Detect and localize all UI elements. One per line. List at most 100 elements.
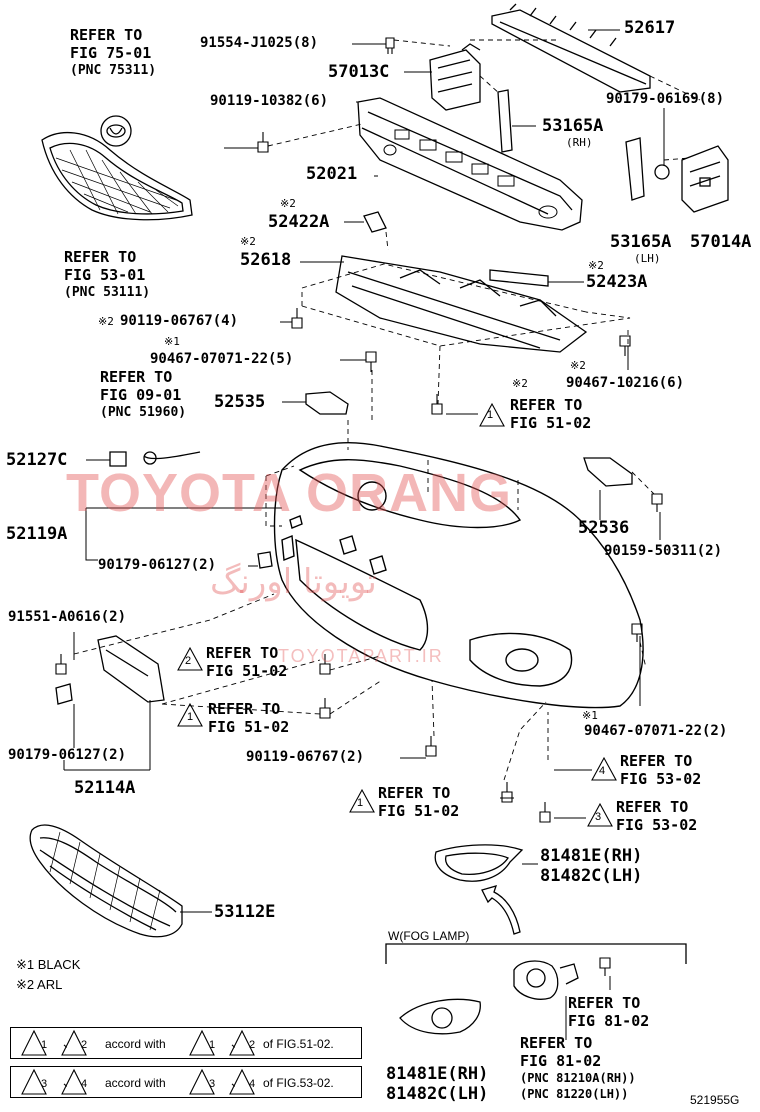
watermark-site: TOYOTAPART.IR: [278, 646, 444, 666]
refer-line: REFER TO: [100, 368, 173, 386]
label-52535: 52535: [214, 392, 266, 412]
label-57014a: 57014A: [690, 232, 752, 252]
refer-fig: FIG 53-01: [64, 266, 146, 284]
legend-suffix: of FIG.53-02.: [263, 1076, 334, 1090]
label-81481e-lower: 81481E(RH): [386, 1064, 489, 1084]
refer-pnc: (PNC 81220(LH)): [520, 1087, 629, 1101]
refer-fig: FIG 53-02: [620, 770, 702, 788]
refer-pnc: (PNC 75311): [70, 63, 157, 78]
license-bracket-drawing: [97, 635, 165, 703]
label-90467-10216: 90467-10216(6): [566, 375, 685, 391]
legend-num: 1: [41, 1039, 48, 1051]
diagram-id: 521955G: [690, 1093, 740, 1107]
label-90179-06127-b: 90179-06127(2): [8, 747, 127, 763]
legend-sep: 、: [231, 1075, 244, 1089]
lower-grille-drawing: [29, 824, 183, 938]
dashed-guides: [73, 39, 701, 781]
refer-pnc: (PNC 81210A(RH)): [520, 1071, 636, 1085]
refer-fig-75-01: REFER TO FIG 75-01 (PNC 75311): [70, 26, 156, 80]
refer-fig-09-01: REFER TO FIG 09-01 (PNC 51960): [100, 368, 186, 422]
label-rh: (RH): [566, 136, 593, 149]
legend-row-1: 1 、 2 accord with 1 、 2 of FIG.51-02.: [10, 1027, 362, 1059]
refer-fig: FIG 81-02: [568, 1012, 650, 1030]
part-52423a-drawing: [489, 269, 549, 287]
label-90467-07071-5: 90467-07071-22(5): [150, 351, 294, 367]
triangle-mark-1c: 1: [357, 797, 364, 809]
refer-fig-51-02-c: REFER TO FIG 51-02: [208, 700, 289, 736]
legend-num: 3: [41, 1078, 48, 1090]
refer-fig: FIG 51-02: [206, 662, 288, 680]
refer-fig-51-02-d: REFER TO FIG 51-02: [378, 784, 459, 820]
legend-num: 1: [209, 1039, 216, 1051]
label-90119-10382: 90119-10382(6): [210, 93, 329, 109]
foglamp-cover-lower-drawing: [399, 998, 481, 1035]
arrow-drawing: [481, 885, 521, 935]
refer-fig-51-02-b: REFER TO FIG 51-02: [206, 644, 287, 680]
bolt-drawings: [55, 37, 663, 976]
triangle-mark-3: 3: [595, 811, 602, 823]
label-52423a: 52423A: [586, 272, 648, 292]
label-52119a: 52119A: [6, 524, 68, 544]
label-90179-06169: 90179-06169(8): [606, 91, 725, 107]
refer-fig-53-02-b: REFER TO FIG 53-02: [616, 798, 697, 834]
label-52021: 52021: [306, 164, 358, 184]
foglamp-cover-upper-drawing: [434, 844, 524, 882]
refer-fig-51-02-a: REFER TO FIG 51-02: [510, 396, 591, 432]
mark-2: ※2: [570, 359, 586, 372]
clip-52422a-drawing: [363, 211, 387, 233]
legend-sep: 、: [63, 1075, 76, 1089]
note-arl: ※2 ARL: [16, 977, 63, 992]
legend-text: accord with: [105, 1037, 166, 1051]
label-52617: 52617: [624, 18, 676, 38]
label-57013c: 57013C: [328, 62, 390, 82]
reinforcement-drawing: [357, 97, 583, 231]
label-52127c: 52127C: [6, 450, 68, 470]
bracket-57013c-drawing: [429, 43, 481, 111]
absorber-52617-drawing: [491, 3, 651, 93]
part-52535-drawing: [305, 391, 349, 415]
refer-fig-81-02-b: REFER TO FIG 81-02 (PNC 81210A(RH)) (PNC…: [520, 1034, 636, 1102]
mark-2: ※2: [240, 235, 256, 248]
part-52536-drawing: [583, 457, 633, 487]
refer-fig: FIG 75-01: [70, 44, 152, 62]
label-90467-07071-2: 90467-07071-22(2): [584, 723, 728, 739]
mark-2: ※2: [588, 259, 604, 272]
refer-fig: FIG 53-02: [616, 816, 698, 834]
clip-90179-upper-drawing: [257, 551, 273, 569]
refer-fig: FIG 51-02: [208, 718, 290, 736]
legend-row-2: 3 、 4 accord with 3 、 4 of FIG.53-02.: [10, 1066, 362, 1098]
label-81482c-upper: 81482C(LH): [540, 866, 643, 886]
label-lh: (LH): [634, 252, 661, 265]
legend-num: 2: [81, 1039, 88, 1051]
triangle-mark-2: 2: [185, 655, 192, 667]
label-52422a: 52422A: [268, 212, 330, 232]
label-52618: 52618: [240, 250, 292, 270]
upper-grille-drawing: [41, 115, 193, 221]
refer-fig: FIG 09-01: [100, 386, 182, 404]
label-52114a: 52114A: [74, 778, 136, 798]
label-53112e: 53112E: [214, 902, 276, 922]
mark-2: ※2: [98, 315, 114, 328]
refer-fig: FIG 51-02: [510, 414, 592, 432]
undercover-52618-drawing: [335, 255, 588, 353]
watermark-persian: تویوتا اورنگ: [210, 562, 377, 602]
mark-1: ※1: [582, 709, 598, 722]
label-90119-06767-4: 90119-06767(4): [120, 313, 239, 329]
reference-triangles: [21, 402, 617, 1095]
label-91554-j1025: 91554-J1025(8): [200, 35, 319, 51]
label-53165a-lh: 53165A: [610, 232, 672, 252]
refer-line: REFER TO: [64, 248, 137, 266]
bracket-53165a-rh-drawing: [497, 89, 513, 153]
label-90119-06767-2: 90119-06767(2): [246, 749, 365, 765]
refer-line: REFER TO: [520, 1034, 593, 1052]
label-53165a-rh: 53165A: [542, 116, 604, 136]
mark-2: ※2: [280, 197, 296, 210]
refer-line: REFER TO: [70, 26, 143, 44]
mark-2: ※2: [512, 377, 528, 390]
mark-1: ※1: [164, 335, 180, 348]
legend-text: accord with: [105, 1076, 166, 1090]
refer-fig: FIG 81-02: [520, 1052, 602, 1070]
label-91551-a0616: 91551-A0616(2): [8, 609, 127, 625]
